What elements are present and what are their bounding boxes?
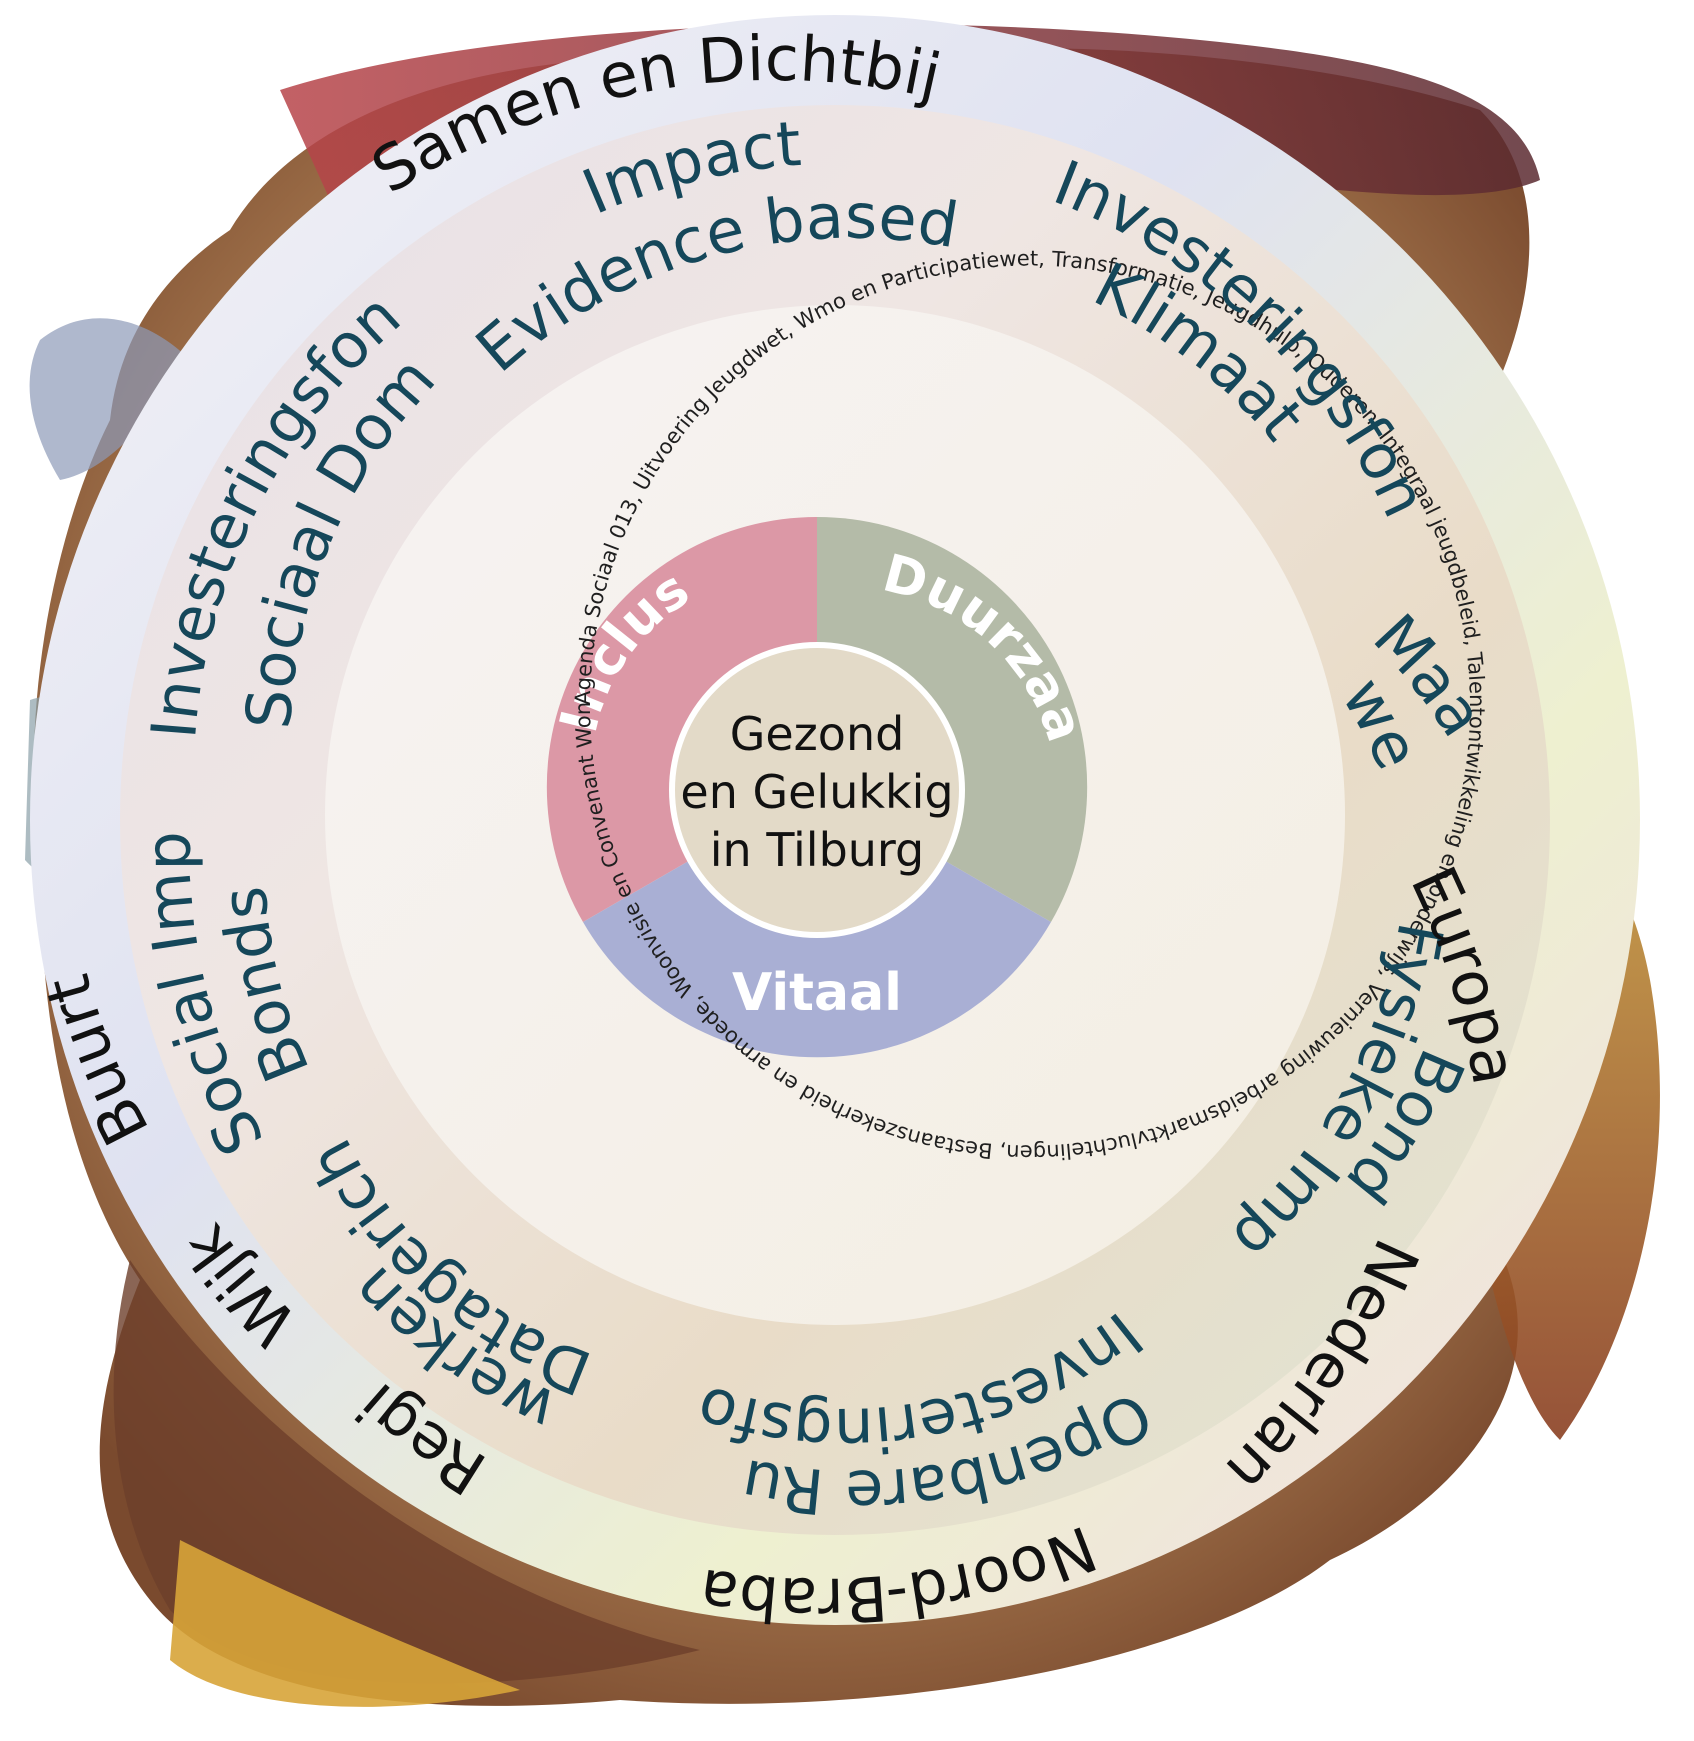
core-label-line3: in Tilburg (710, 823, 924, 877)
core-label-line2: en Gelukkig (680, 765, 953, 819)
core-circle (669, 642, 965, 938)
core-label-line1: Gezond (730, 707, 905, 761)
paint-splash-dark (113, 1260, 700, 1684)
segment-label-vitaal: Vitaal (732, 963, 902, 1023)
paint-splash-yellow (170, 1540, 520, 1707)
paint-splash-blue (29, 318, 190, 480)
